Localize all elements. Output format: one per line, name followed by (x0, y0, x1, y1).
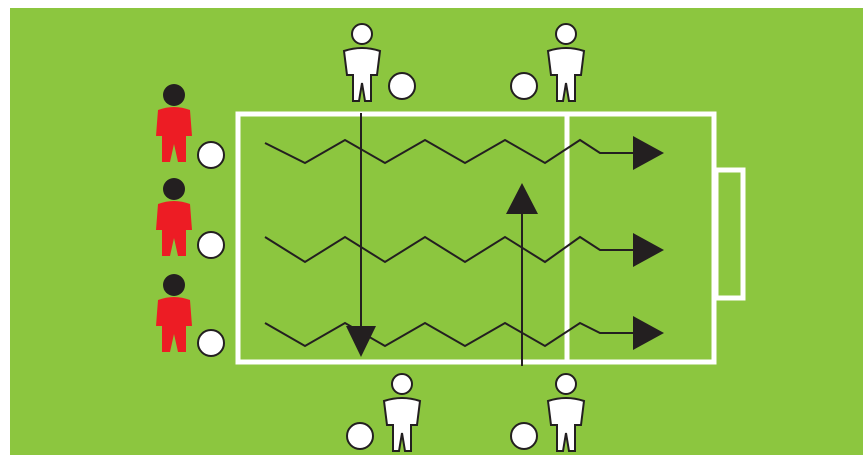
dribble-paths (264, 138, 640, 348)
pass-arrows (346, 113, 538, 366)
ball-icon (197, 231, 225, 259)
dribble-arrow-heads (633, 136, 664, 350)
red-player-1 (156, 84, 225, 169)
pitch-background (10, 8, 863, 455)
ball-icon (510, 422, 538, 450)
ball-icon (510, 72, 538, 100)
red-player-3 (156, 274, 225, 357)
field-markings (235, 111, 746, 365)
white-player-top-left (343, 23, 416, 102)
arrow-head-icon (633, 233, 664, 267)
arrow-head-icon (346, 326, 376, 357)
ball-icon (346, 422, 374, 450)
red-player-2 (156, 178, 225, 259)
dribble-path-top (264, 138, 640, 165)
arrow-head-icon (506, 183, 538, 214)
white-player-bottom-left (346, 373, 421, 452)
dribble-path-middle (264, 235, 640, 264)
white-player-bottom-right (510, 373, 585, 452)
red-team (156, 84, 225, 357)
ball-icon (197, 329, 225, 357)
ball-icon (197, 141, 225, 169)
arrow-head-icon (633, 316, 664, 350)
goal (713, 167, 746, 301)
white-team (343, 23, 585, 452)
ball-icon (388, 72, 416, 100)
white-player-top-right (510, 23, 585, 102)
arrow-head-icon (633, 136, 664, 170)
dribble-path-bottom (264, 321, 640, 348)
